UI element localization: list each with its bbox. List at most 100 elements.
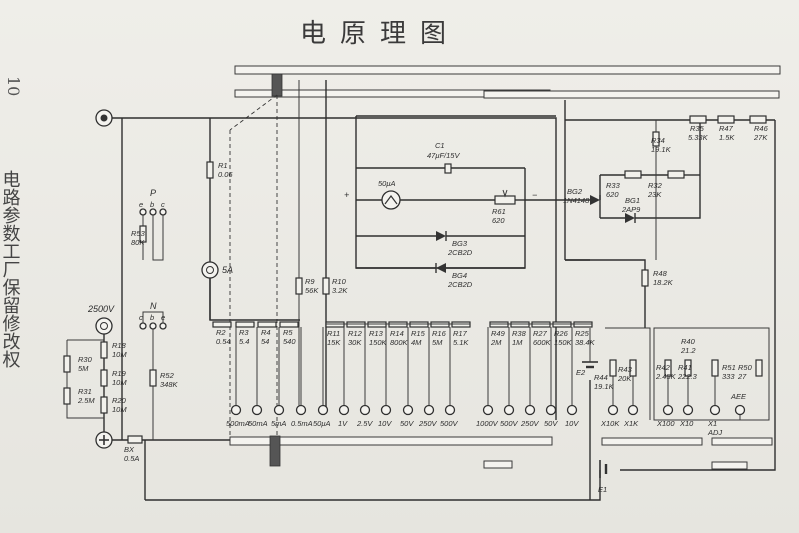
label-r9: R9 bbox=[305, 277, 315, 286]
label-meter: 50μA bbox=[378, 179, 395, 188]
label-r12: R12 bbox=[348, 329, 363, 338]
label-2500v: 2500V bbox=[87, 304, 115, 314]
label-r34v: 19.1K bbox=[651, 145, 672, 154]
label-e2: E2 bbox=[576, 368, 586, 377]
label-bg2v: 1N4148 bbox=[563, 196, 590, 205]
label-r14: R14 bbox=[390, 329, 404, 338]
label-r30v: 5M bbox=[78, 364, 89, 373]
label-plus: + bbox=[344, 190, 349, 200]
label-r38: R38 bbox=[512, 329, 527, 338]
range-ac-50v: 50V bbox=[544, 419, 558, 428]
label-pc: c bbox=[161, 200, 165, 209]
label-r42: R42 bbox=[656, 363, 671, 372]
label-5a: 5A bbox=[222, 265, 233, 275]
label-r14v: 800K bbox=[390, 338, 409, 347]
switch-contacts bbox=[230, 404, 746, 416]
label-r48: R48 bbox=[653, 269, 668, 278]
label-c1: C1 bbox=[435, 141, 445, 150]
battery-e2-icon bbox=[582, 328, 598, 369]
transistor-socket-p bbox=[139, 208, 167, 261]
label-r30: R30 bbox=[78, 355, 93, 364]
label-r18v: 10M bbox=[112, 350, 127, 359]
label-pb: b bbox=[150, 200, 154, 209]
range-x10k: X10K bbox=[600, 419, 620, 428]
diode-bg1-icon bbox=[625, 213, 635, 223]
label-r35v: 5.33K bbox=[688, 133, 709, 142]
range-10v: 10V bbox=[378, 419, 392, 428]
label-bg1v: 2AP9 bbox=[621, 205, 641, 214]
label-r4v: 54 bbox=[261, 337, 269, 346]
range-switch-bottom bbox=[229, 435, 773, 470]
label-nc: c bbox=[139, 313, 143, 322]
label-minus: − bbox=[532, 190, 537, 200]
label-r46v: 27K bbox=[753, 133, 768, 142]
diode-bg2-icon bbox=[590, 195, 600, 205]
range-50v: 50V bbox=[400, 419, 414, 428]
label-r41: R41 bbox=[678, 363, 692, 372]
range-25v: 2.5V bbox=[356, 419, 373, 428]
label-bg1: BG1 bbox=[625, 196, 640, 205]
range-500v: 500V bbox=[440, 419, 459, 428]
range-1v: 1V bbox=[338, 419, 348, 428]
label-r51: R51 bbox=[722, 363, 736, 372]
range-5ma: 5mA bbox=[271, 419, 286, 428]
label-r16v: 5M bbox=[432, 338, 443, 347]
label-r26: R26 bbox=[554, 329, 569, 338]
label-r53v: 80K bbox=[131, 238, 145, 247]
label-r52v: 348K bbox=[160, 380, 179, 389]
label-r33v: 620 bbox=[606, 190, 619, 199]
label-r4: R4 bbox=[261, 328, 271, 337]
diode-bg4-icon bbox=[436, 263, 446, 273]
label-r27v: 600K bbox=[533, 338, 552, 347]
label-r51v: 333 bbox=[722, 372, 735, 381]
range-aee: AEE bbox=[730, 392, 747, 401]
label-r40v: 21.2 bbox=[680, 346, 696, 355]
label-r11v: 15K bbox=[327, 338, 341, 347]
page-number: 10 bbox=[4, 76, 23, 96]
label-r46: R46 bbox=[754, 124, 769, 133]
range-50ma: 50mA bbox=[248, 419, 268, 428]
label-r10: R10 bbox=[332, 277, 347, 286]
label-r32v: 23K bbox=[647, 190, 662, 199]
resistor-r46 bbox=[749, 115, 767, 124]
label-r42v: 2.45K bbox=[655, 372, 677, 381]
label-nb: b bbox=[150, 313, 154, 322]
label-bg4v: 2CB2D bbox=[447, 280, 473, 289]
label-bg3: BG3 bbox=[452, 239, 468, 248]
label-r15: R15 bbox=[411, 329, 426, 338]
label-r44v: 19.1K bbox=[594, 382, 615, 391]
label-r52: R52 bbox=[160, 371, 175, 380]
label-r50: R50 bbox=[738, 363, 753, 372]
label-r3: R3 bbox=[239, 328, 249, 337]
label-r49v: 2M bbox=[490, 338, 502, 347]
label-r25: R25 bbox=[575, 329, 590, 338]
label-fuse: BX bbox=[124, 445, 135, 454]
label-r31v: 2.5M bbox=[77, 396, 95, 405]
label-r26v: 150K bbox=[554, 338, 573, 347]
label-r27: R27 bbox=[533, 329, 548, 338]
label-r61: R61 bbox=[492, 207, 506, 216]
label-r33: R33 bbox=[606, 181, 621, 190]
label-p: P bbox=[150, 188, 156, 198]
label-r43: R43 bbox=[618, 365, 633, 374]
label-r40: R40 bbox=[681, 337, 696, 346]
hv-divider bbox=[63, 339, 108, 419]
range-05ma: 0.5mA bbox=[291, 419, 313, 428]
label-r34: R34 bbox=[651, 136, 665, 145]
range-x100: X100 bbox=[656, 419, 675, 428]
battery-e1-icon bbox=[599, 460, 608, 478]
range-adj: ADJ bbox=[707, 428, 722, 437]
label-r35: R35 bbox=[690, 124, 705, 133]
ohm-range-box bbox=[653, 327, 770, 421]
label-r2: R2 bbox=[216, 328, 226, 337]
label-r5v: 540 bbox=[283, 337, 296, 346]
label-r15v: 4M bbox=[411, 338, 422, 347]
label-r38v: 1M bbox=[512, 338, 523, 347]
resistor-r1 bbox=[206, 161, 214, 179]
range-250v: 250V bbox=[418, 419, 438, 428]
label-r16: R16 bbox=[432, 329, 447, 338]
label-e1: E1 bbox=[598, 485, 607, 494]
resistor-r35 bbox=[689, 115, 707, 124]
range-ac-500v: 500V bbox=[500, 419, 519, 428]
